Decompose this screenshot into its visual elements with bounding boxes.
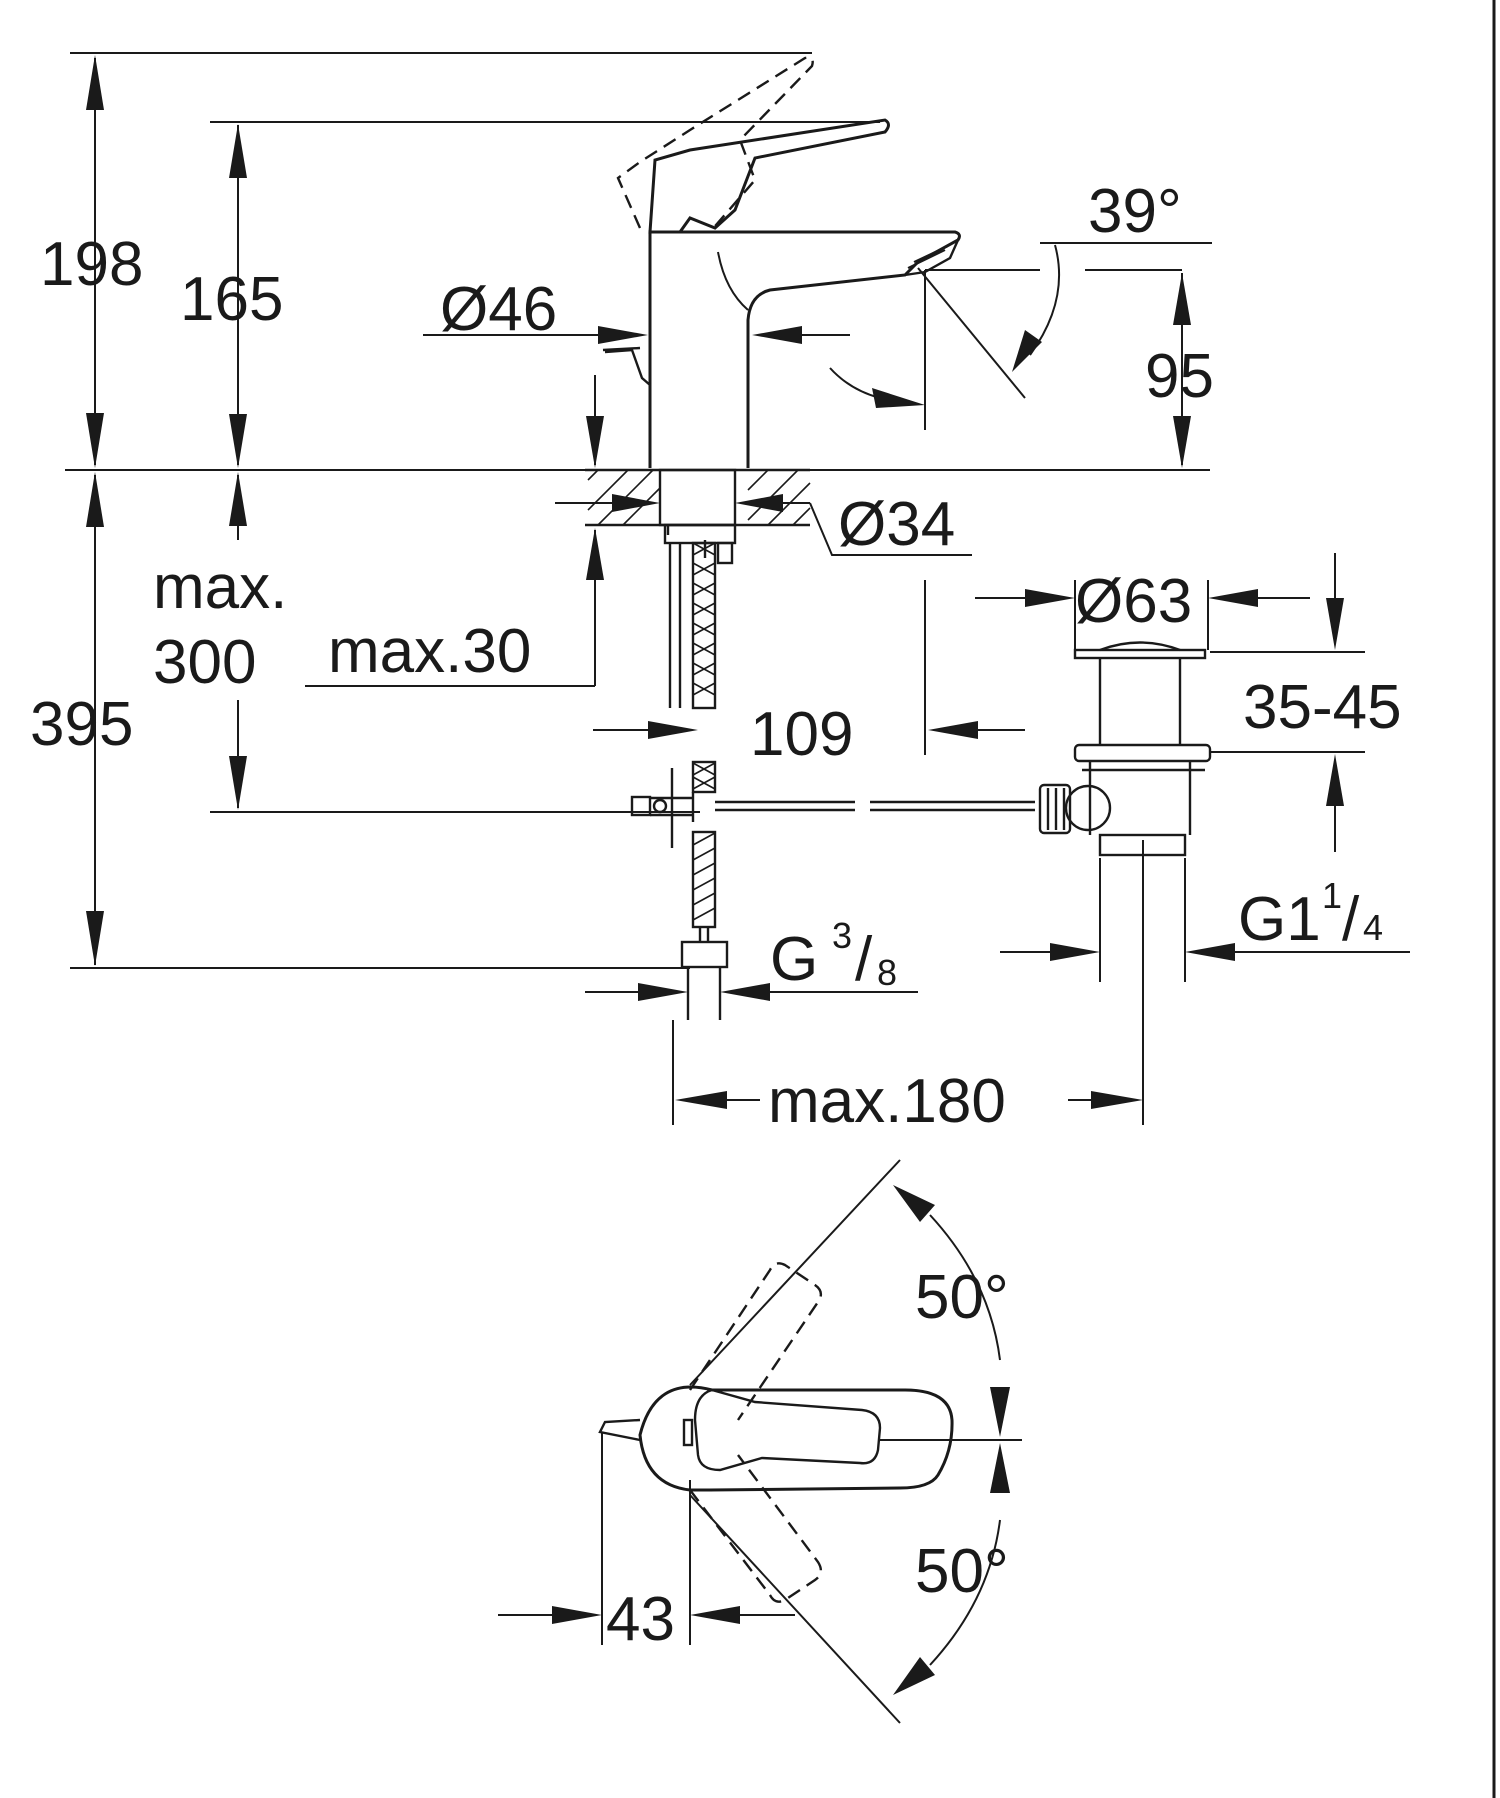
arrow-300-top <box>229 472 247 526</box>
arrow-50-up-top <box>893 1185 935 1222</box>
label-198: 198 <box>40 230 143 299</box>
arrow-3545-bottom <box>1326 754 1344 806</box>
fitting-block <box>716 541 734 565</box>
label-g114-den: 4 <box>1363 907 1383 948</box>
popup-rod <box>604 348 651 386</box>
label-angle-39: 39° <box>1088 177 1182 246</box>
arrow-198-top <box>86 55 104 110</box>
top-view-indicator <box>682 1418 694 1447</box>
arrow-395-bottom <box>86 911 104 966</box>
lever-handle <box>648 118 890 234</box>
hose-nut <box>680 940 729 969</box>
label-diameter-63: Ø63 <box>1075 567 1192 636</box>
arrow-109-left <box>648 721 698 739</box>
arrow-34-left <box>612 494 660 512</box>
label-g114: G1 1 / 4 <box>1238 875 1383 954</box>
arrow-395-top <box>86 472 104 527</box>
arrow-3545-top <box>1326 598 1344 650</box>
arrow-95-top <box>1173 273 1191 325</box>
arc-50-down <box>929 1519 1001 1666</box>
arc-50-up <box>929 1214 1001 1361</box>
label-g38-slash: / <box>855 925 873 994</box>
arrow-g114-left <box>1050 943 1100 961</box>
faucet-body-curve <box>717 251 749 311</box>
label-diameter-34: Ø34 <box>838 490 955 559</box>
arrow-50-down-bottom <box>893 1657 935 1695</box>
popup-rod-base <box>602 346 641 352</box>
label-109: 109 <box>750 700 853 769</box>
label-angle-50-down: 50° <box>915 1537 1009 1606</box>
label-diameter-46: Ø46 <box>440 275 557 344</box>
top-view-base-circle <box>638 1385 713 1492</box>
label-395: 395 <box>30 690 133 759</box>
arrow-46-right <box>752 326 802 344</box>
hose-fitting-lower <box>691 830 717 929</box>
label-max-300: 300 <box>153 628 256 697</box>
label-165: 165 <box>180 265 283 334</box>
shank-nut <box>663 523 737 545</box>
aerator-line-1 <box>907 249 946 269</box>
label-g114-slash: / <box>1342 885 1360 954</box>
arrow-180-left <box>675 1091 727 1109</box>
arrow-46-left <box>598 326 648 344</box>
pull-rod-connector <box>630 768 1035 848</box>
aerator <box>904 239 960 277</box>
arrow-180-right <box>1091 1091 1143 1109</box>
axis-50-up <box>689 1159 901 1386</box>
arrow-165-top <box>229 124 247 178</box>
axis-50-down <box>689 1494 901 1724</box>
faucet-body <box>648 230 961 468</box>
label-max30: max.30 <box>328 617 531 686</box>
faucet-side-view <box>65 52 1410 1125</box>
arrow-109-right <box>928 721 978 739</box>
lever-rotated-up <box>689 1262 823 1421</box>
arrow-95-bottom <box>1173 416 1191 468</box>
label-g38-den: 8 <box>877 952 897 993</box>
spout-arc <box>829 367 881 399</box>
arrow-43-left <box>552 1606 602 1624</box>
label-95: 95 <box>1145 342 1214 411</box>
aerator-line-2 <box>913 245 949 263</box>
top-view-spout <box>709 1388 954 1492</box>
arrow-43-right <box>690 1606 740 1624</box>
braided-pattern <box>692 542 716 696</box>
lever-rotated-down <box>689 1454 823 1603</box>
arrow-max30-bottom <box>586 528 604 580</box>
label-angle-50-up: 50° <box>915 1263 1009 1332</box>
arrow-63-right <box>1208 589 1258 607</box>
label-g114-main: G1 <box>1238 885 1321 954</box>
top-view-lever <box>693 1388 882 1472</box>
waste-assembly <box>1038 641 1212 857</box>
label-35-45: 35-45 <box>1243 673 1402 742</box>
leader-34 <box>809 502 972 556</box>
arrow-300-bottom <box>229 756 247 810</box>
arrow-34-right <box>735 494 783 512</box>
arrow-39 <box>1012 330 1042 372</box>
arrow-63-left <box>1025 589 1075 607</box>
arrow-198-bottom <box>86 413 104 468</box>
arrow-50-down-top <box>990 1443 1010 1493</box>
arrow-165-bottom <box>229 414 247 468</box>
braided-hose <box>691 541 717 710</box>
spout-axis <box>917 267 1026 399</box>
label-g38-main: G <box>770 925 818 994</box>
faucet-top-view <box>498 1159 1022 1724</box>
label-g38: G 3 / 8 <box>770 915 897 994</box>
shank-upper <box>658 468 737 527</box>
top-view-popup <box>598 1418 641 1442</box>
label-43: 43 <box>606 1585 675 1654</box>
arrow-g38-right <box>720 983 770 1001</box>
label-max180: max.180 <box>768 1067 1006 1136</box>
arrow-g38-left <box>638 983 688 1001</box>
lever-handle-raised <box>616 56 814 233</box>
label-g38-num: 3 <box>832 915 852 956</box>
label-g114-num: 1 <box>1322 875 1342 916</box>
arrow-max30-top <box>586 416 604 468</box>
arrow-g114-right <box>1185 943 1235 961</box>
hose-fitting-pattern <box>692 832 716 921</box>
label-max-label: max. <box>153 553 287 622</box>
arrow-spout <box>872 388 925 408</box>
arrow-50-up-bottom <box>990 1387 1010 1437</box>
